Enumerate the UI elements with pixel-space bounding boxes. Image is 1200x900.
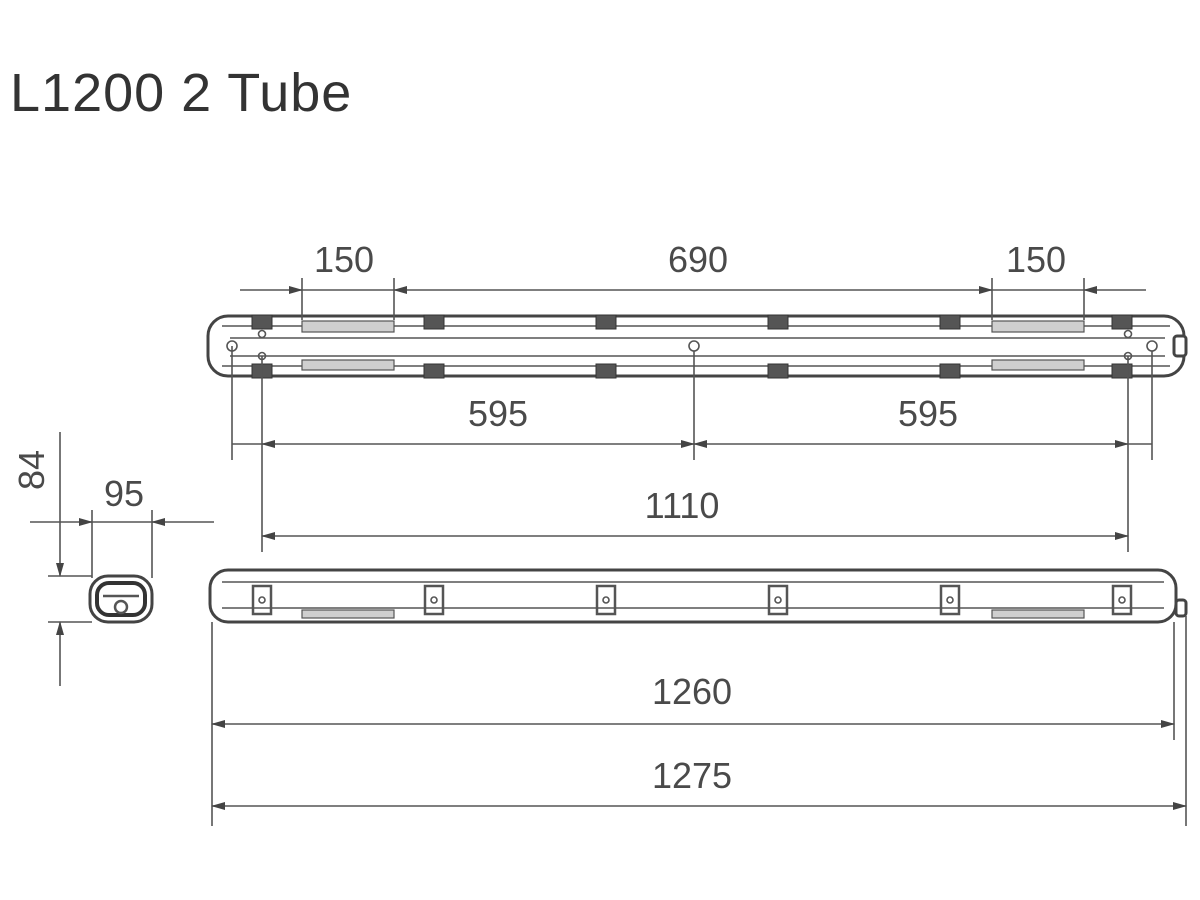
dimension-595-595: 595 595 [232, 393, 1152, 448]
front-view-housing [208, 568, 1178, 624]
dimension-1275: 1275 [211, 755, 1187, 810]
dimension-1110: 1110 [261, 485, 1129, 540]
dimension-150-690-150: 150 690 150 [240, 239, 1146, 320]
front-clips [251, 584, 1133, 616]
dim-label-690: 690 [668, 239, 728, 280]
dim-label-595-right: 595 [898, 393, 958, 434]
tube-right-top [991, 320, 1085, 333]
dim-label-84: 84 [11, 450, 52, 490]
tube-right-bottom [991, 359, 1085, 371]
tube-left-bottom [301, 359, 395, 371]
dim-label-150-left: 150 [314, 239, 374, 280]
top-view [206, 314, 1188, 379]
page-title: L1200 2 Tube [10, 63, 353, 123]
top-clips [251, 314, 1133, 379]
front-view [208, 568, 1188, 624]
dimension-1260: 1260 [211, 671, 1175, 728]
dim-label-150-right: 150 [1006, 239, 1066, 280]
dim-label-1110: 1110 [645, 485, 720, 526]
tube-left-top [301, 320, 395, 333]
dim-label-95: 95 [104, 473, 144, 514]
dim-label-1260: 1260 [652, 671, 732, 712]
end-view [88, 574, 154, 624]
dimension-95: 95 [30, 473, 214, 578]
dimension-84: 84 [11, 432, 92, 686]
dim-label-595-left: 595 [468, 393, 528, 434]
dim-label-1275: 1275 [652, 755, 732, 796]
end-view-housing [88, 574, 154, 624]
